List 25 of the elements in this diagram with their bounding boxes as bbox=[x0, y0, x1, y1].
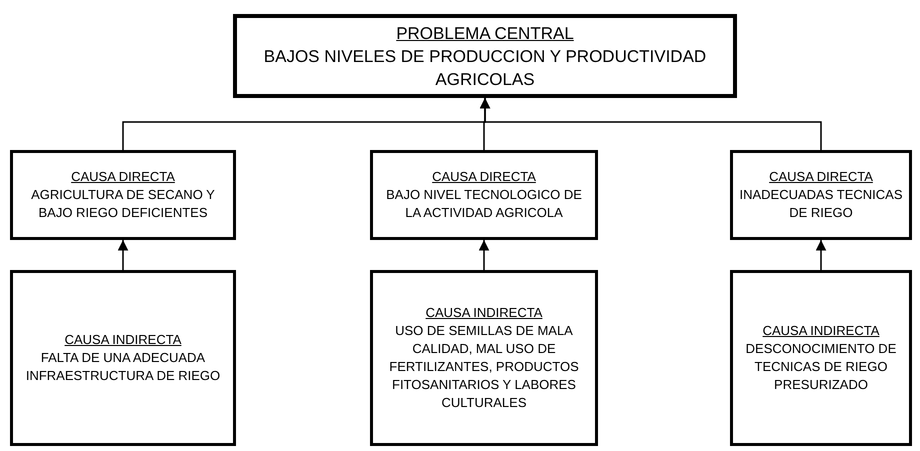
arrow bbox=[478, 240, 490, 270]
box-text: DESCONOCIMIENTO DE TECNICAS DE RIEGO PRESURIZADO bbox=[744, 340, 898, 394]
box-heading: CAUSA INDIRECTA bbox=[762, 322, 880, 340]
cause-box bbox=[370, 150, 598, 240]
box-text: BAJOS NIVELES DE PRODUCCION Y PRODUCTIVIDAD AGRICOLAS bbox=[262, 46, 708, 90]
box-text: AGRICULTURA DE SECANO Y BAJO RIEGO DEFICIENTES bbox=[30, 186, 216, 222]
cause-box bbox=[730, 270, 912, 446]
arrow bbox=[816, 240, 826, 270]
cause-box bbox=[10, 150, 236, 240]
box-text: BAJO NIVEL TECNOLOGICO DE LA ACTIVIDAD AGRICOLA bbox=[385, 186, 583, 222]
box-heading: CAUSA DIRECTA bbox=[769, 168, 873, 186]
box-heading: PROBLEMA CENTRAL bbox=[396, 22, 574, 44]
box-heading: CAUSA DIRECTA bbox=[71, 168, 175, 186]
box-heading: CAUSA DIRECTA bbox=[432, 168, 536, 186]
cause-box bbox=[730, 150, 912, 240]
box-heading: CAUSA INDIRECTA bbox=[64, 331, 182, 349]
arrow bbox=[118, 240, 128, 270]
arrow bbox=[480, 98, 822, 150]
box-text: INADECUADAS TECNICAS DE RIEGO bbox=[738, 186, 904, 222]
box-text: FALTA DE UNA ADECUADA INFRAESTRUCTURA DE RIEGO bbox=[24, 349, 222, 385]
box-text: USO DE SEMILLAS DE MALA CALIDAD, MAL USO DE FERTILIZANTES, PRODUCTOS FITOSANITARIOS Y LABORES CULTURALES bbox=[388, 322, 580, 412]
box-heading: CAUSA INDIRECTA bbox=[426, 304, 542, 322]
problem-box bbox=[233, 14, 737, 98]
cause-box bbox=[370, 270, 598, 446]
cause-box bbox=[10, 270, 236, 446]
